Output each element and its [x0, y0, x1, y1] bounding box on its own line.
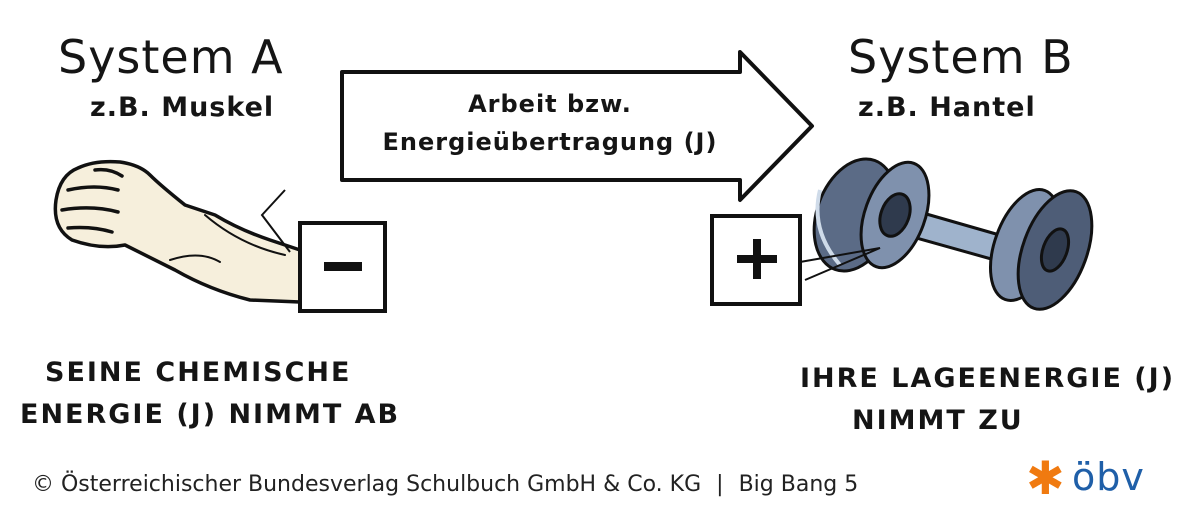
logo-star-icon: ✱	[1026, 451, 1065, 505]
arrow-label-line2: Energieübertragung (J)	[382, 128, 718, 156]
arrow-label: Arbeit bzw. Energieübertragung (J)	[350, 85, 750, 161]
publisher-logo: öbv	[1072, 455, 1145, 499]
arm-flex-icon	[53, 159, 302, 304]
pointer-line-a	[260, 189, 291, 253]
dumbbell-icon	[812, 157, 1094, 311]
system-b-title: System B	[848, 30, 1074, 84]
system-b-caption-line2: NIMMT ZU	[852, 405, 1024, 436]
arrow-right-icon	[340, 50, 814, 202]
plus-box-icon	[710, 214, 802, 306]
system-a-caption-line2: ENERGIE (J) NIMMT AB	[20, 399, 401, 430]
system-b-caption-line1: IHRE LAGEENERGIE (J)	[800, 363, 1176, 394]
pointer-line-b	[799, 247, 881, 281]
arrow-label-line1: Arbeit bzw.	[468, 90, 632, 118]
system-a-caption-line1: SEINE CHEMISCHE	[45, 357, 352, 388]
footer-separator: |	[716, 472, 724, 497]
footer-book: Big Bang 5	[738, 472, 859, 497]
system-a-title: System A	[58, 30, 284, 84]
footer-copyright: © Österreichischer Bundesverlag Schulbuc…	[32, 472, 702, 497]
system-b-example: z.B. Hantel	[858, 92, 1036, 123]
system-a-example: z.B. Muskel	[90, 92, 275, 123]
minus-box-icon	[298, 221, 387, 313]
footer: © Österreichischer Bundesverlag Schulbuc…	[32, 472, 858, 497]
